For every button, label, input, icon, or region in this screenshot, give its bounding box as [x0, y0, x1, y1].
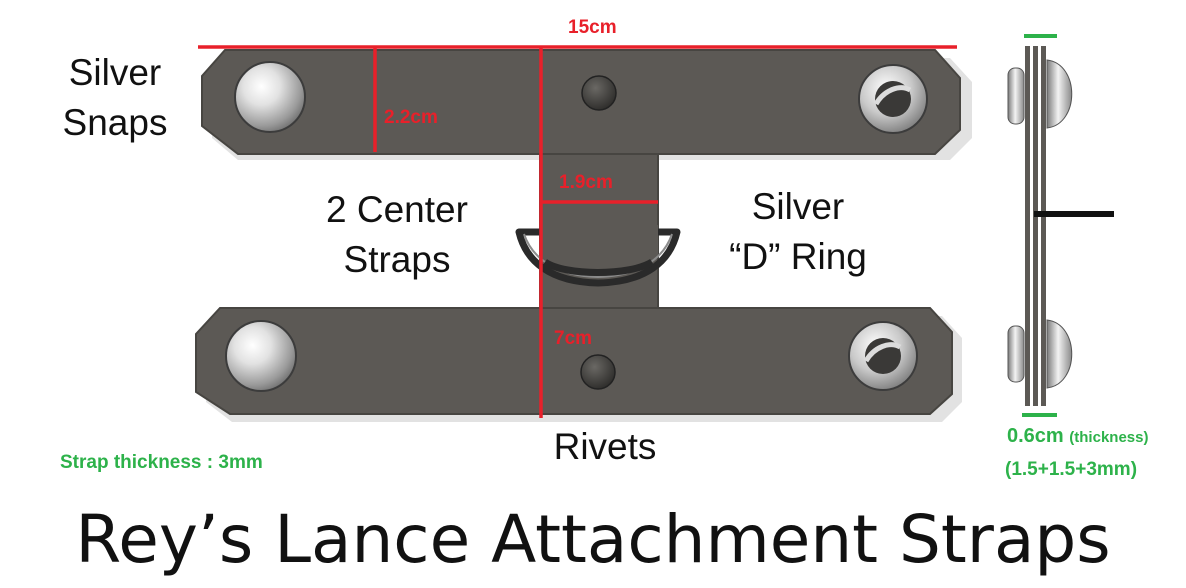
- center-strap-width-label: 1.9cm: [559, 172, 613, 193]
- d-ring-label: Silver “D” Ring: [729, 186, 867, 277]
- center-straps-label: 2 Center Straps: [326, 189, 468, 280]
- strap-thickness-label: Strap thickness : 3mm: [60, 452, 263, 473]
- d-ring-tab: [540, 225, 658, 255]
- strap-width-label: 2.2cm: [384, 107, 438, 128]
- rivet-icon: [581, 75, 617, 111]
- assembly-thickness-label: 0.6cm (thickness): [1007, 425, 1149, 447]
- dimension-lines: [198, 45, 957, 418]
- d-ring-shape: [515, 228, 681, 287]
- snap-icon: [234, 61, 306, 133]
- rivet-icon: [580, 354, 616, 390]
- rivets-label: Rivets: [553, 426, 657, 467]
- side-view: [1007, 34, 1114, 417]
- d-ring-front: [542, 258, 654, 276]
- page-title: Rey’s Lance Attachment Straps: [75, 501, 1111, 578]
- snap-ring-icon: [858, 64, 928, 134]
- snap-icon: [225, 320, 297, 392]
- d-ring-highlight: [523, 233, 673, 279]
- assembly-thickness-breakdown: (1.5+1.5+3mm): [1005, 459, 1138, 480]
- top-strap: [201, 49, 961, 155]
- silver-snaps-label: Silver Snaps: [62, 52, 168, 143]
- total-length-label: 15cm: [568, 17, 617, 38]
- snap-ring-icon: [848, 321, 918, 391]
- bottom-strap: [195, 307, 953, 415]
- center-strap-length-label: 7cm: [554, 328, 593, 349]
